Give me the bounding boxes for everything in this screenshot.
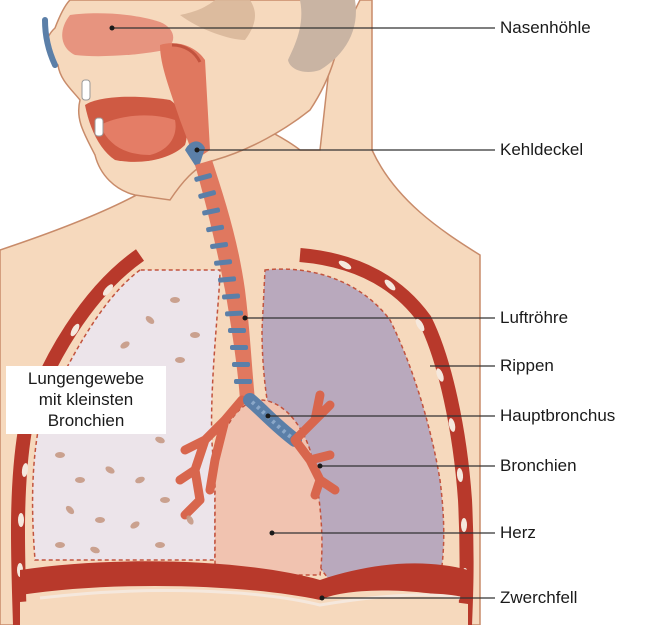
- label-heart: Herz: [500, 523, 536, 543]
- label-nasal-cavity: Nasenhöhle: [500, 18, 591, 38]
- lung-tissue-line-2: mit kleinsten: [6, 389, 166, 410]
- label-diaphragm: Zwerchfell: [500, 588, 577, 608]
- label-ribs: Rippen: [500, 356, 554, 376]
- label-main-bronchus: Hauptbronchus: [500, 406, 615, 426]
- upper-tooth: [82, 80, 90, 100]
- lung-tissue-line-1: Lungengewebe: [6, 368, 166, 389]
- label-bronchi: Bronchien: [500, 456, 577, 476]
- label-epiglottis: Kehldeckel: [500, 140, 583, 160]
- lung-tissue-callout: Lungengewebe mit kleinsten Bronchien: [6, 366, 166, 434]
- label-trachea: Luftröhre: [500, 308, 568, 328]
- lower-tooth: [95, 118, 103, 136]
- lung-tissue-line-3: Bronchien: [6, 410, 166, 431]
